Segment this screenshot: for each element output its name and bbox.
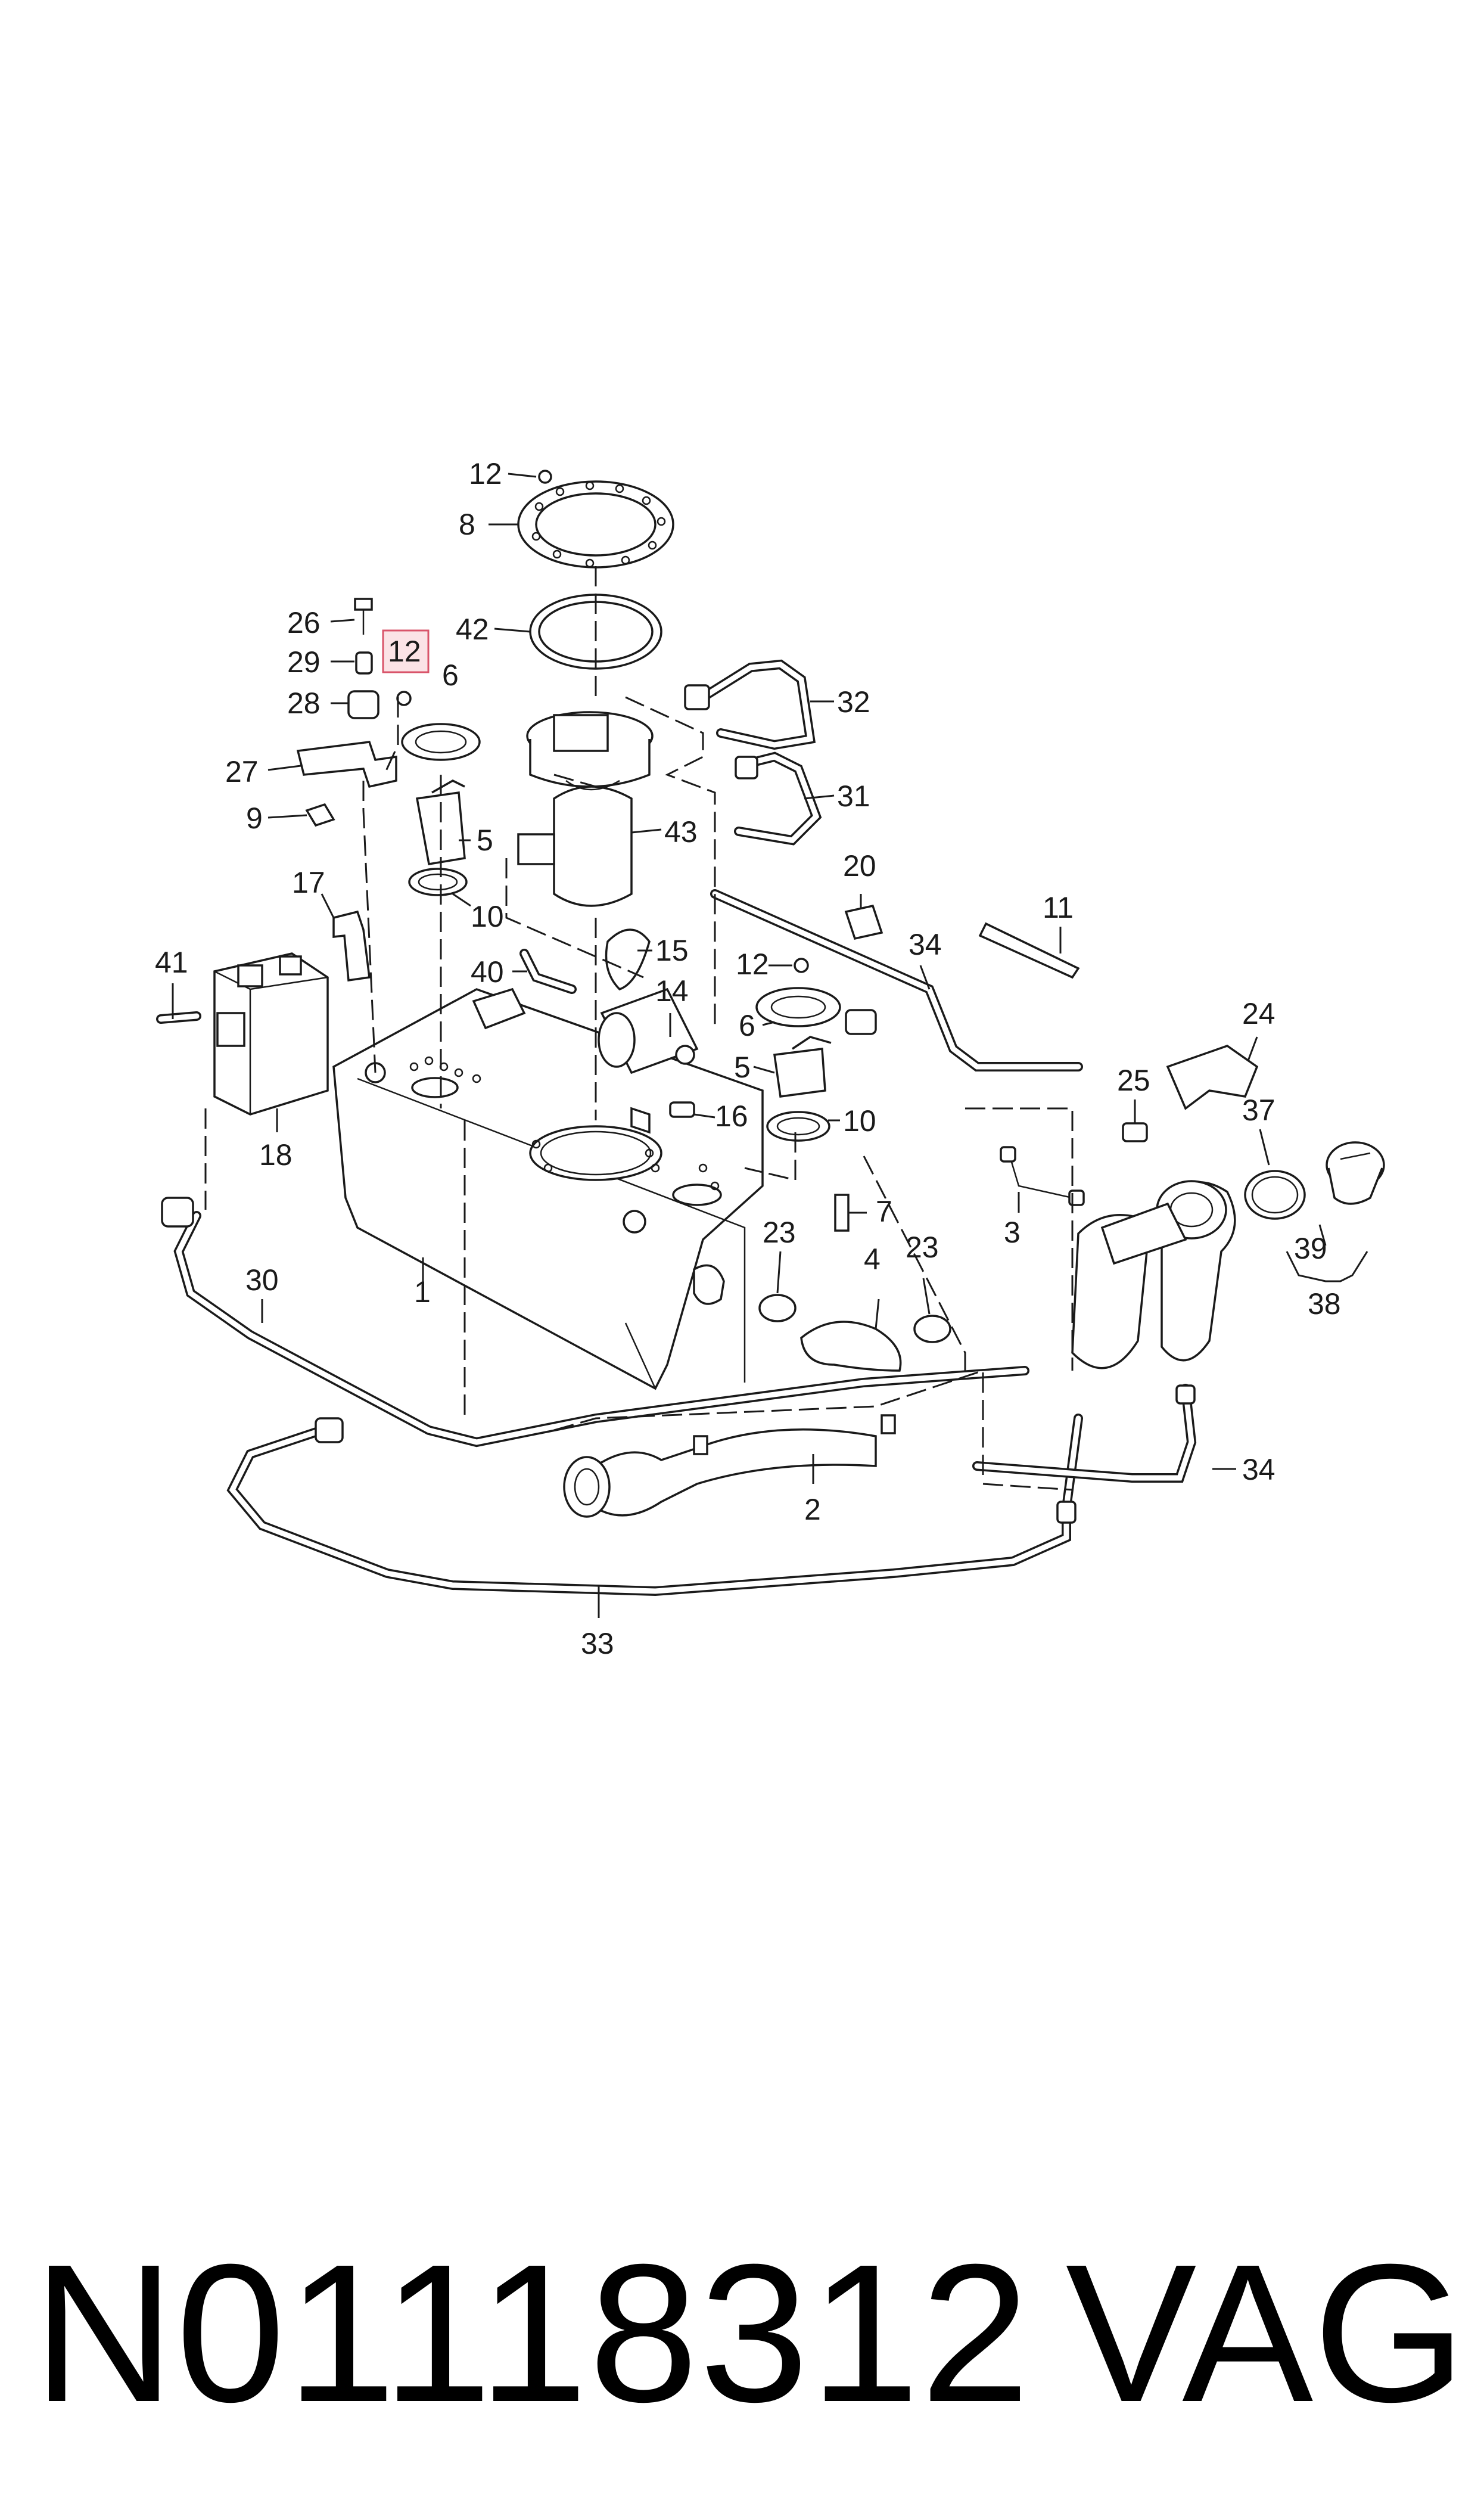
callout-30[interactable]: 30: [245, 1263, 279, 1297]
callout-23-left[interactable]: 23: [763, 1216, 796, 1249]
callout-26[interactable]: 26: [287, 606, 321, 639]
callout-6[interactable]: 6: [442, 659, 459, 692]
callout-17[interactable]: 17: [292, 866, 325, 899]
callout-18[interactable]: 18: [259, 1138, 293, 1172]
hose-clamp-left: [758, 1294, 797, 1322]
spacer-29: [355, 651, 373, 675]
callout-16[interactable]: 16: [715, 1099, 748, 1133]
callout-12[interactable]: 12: [469, 457, 502, 490]
callouts: 12 8 42 26 12 6 29 28 27 9 5 10 17 41 18…: [155, 457, 1341, 1660]
callout-14[interactable]: 14: [655, 974, 689, 1008]
bolt-16: [669, 1101, 695, 1118]
seal-mid: [766, 1111, 830, 1142]
callout-34-lower[interactable]: 34: [1242, 1453, 1275, 1486]
filler-neck: [1071, 1180, 1236, 1369]
callout-32[interactable]: 32: [837, 685, 870, 719]
seal-left: [408, 868, 468, 896]
line-40: [519, 949, 577, 994]
callout-24[interactable]: 24: [1242, 997, 1275, 1030]
callout-5[interactable]: 5: [477, 824, 493, 857]
stud-7: [834, 1194, 850, 1232]
callout-2[interactable]: 2: [804, 1493, 821, 1526]
callout-31[interactable]: 31: [837, 779, 870, 813]
callout-25[interactable]: 25: [1117, 1064, 1150, 1097]
clamp-20: [844, 904, 883, 940]
retaining-ring-mid: [755, 958, 841, 1027]
nut-9: [305, 803, 335, 827]
callout-20[interactable]: 20: [843, 849, 876, 883]
callout-40[interactable]: 40: [471, 955, 504, 989]
callout-34-upper[interactable]: 34: [909, 928, 942, 961]
breather-hose-33: [226, 1414, 1083, 1596]
bracket-27: [296, 741, 397, 788]
bolt-25: [1122, 1122, 1148, 1142]
vent-hose-34-lower: [972, 1384, 1197, 1483]
callout-15[interactable]: 15: [655, 934, 689, 967]
sealing-flange: [517, 480, 674, 569]
hose-clamp-right: [913, 1315, 951, 1343]
connector-41: [156, 1011, 201, 1024]
callout-43[interactable]: 43: [664, 815, 698, 849]
sensor-3: [1000, 1146, 1085, 1206]
callout-23-right[interactable]: 23: [906, 1231, 939, 1264]
callout-29[interactable]: 29: [287, 645, 321, 679]
callout-42[interactable]: 42: [456, 613, 489, 646]
callout-10-mid[interactable]: 10: [843, 1104, 876, 1138]
pump-mid: [773, 1036, 832, 1098]
pump-left: [415, 779, 466, 866]
highlight-box: [382, 629, 430, 673]
bolt-26: [354, 598, 373, 635]
callout-6-mid[interactable]: 6: [739, 1009, 755, 1042]
filler-cap: [1326, 1141, 1385, 1205]
bushing-28: [347, 690, 379, 719]
callout-9[interactable]: 9: [246, 802, 263, 835]
filler-hose: [693, 1264, 902, 1372]
callout-10[interactable]: 10: [471, 900, 504, 933]
angle-fitting: [332, 910, 371, 981]
bracket-24: [1166, 1045, 1259, 1110]
callout-11[interactable]: 11: [1043, 891, 1074, 924]
fuel-filter: [598, 987, 699, 1074]
callout-4[interactable]: 4: [864, 1243, 881, 1276]
charcoal-canister: [213, 952, 329, 1116]
cable-tie: [978, 922, 1080, 979]
callout-33[interactable]: 33: [581, 1627, 614, 1660]
callout-12-mid[interactable]: 12: [736, 948, 769, 981]
leader-lines: [172, 473, 1368, 1618]
callout-27[interactable]: 27: [225, 755, 259, 788]
filler-pipe: [563, 1414, 896, 1518]
callout-41[interactable]: 41: [155, 946, 188, 979]
callout-12-highlighted[interactable]: 12: [388, 635, 421, 668]
assembly-lines: [204, 566, 1074, 1491]
callout-1[interactable]: 1: [414, 1275, 431, 1309]
callout-5-mid[interactable]: 5: [734, 1051, 751, 1084]
callout-38[interactable]: 38: [1308, 1287, 1341, 1321]
breather-hose-upper: [710, 889, 1083, 1071]
callout-39[interactable]: 39: [1294, 1232, 1327, 1265]
holder-clip: [605, 928, 651, 991]
callout-3[interactable]: 3: [1004, 1216, 1021, 1249]
fuel-pump-sender: [517, 711, 654, 907]
callout-37[interactable]: 37: [1242, 1094, 1275, 1127]
brand-label: VAG: [1065, 2223, 1466, 2443]
breather-hose-30: [161, 1197, 1029, 1448]
callout-7[interactable]: 7: [876, 1195, 892, 1228]
part-number-code: N01118312: [33, 2223, 1031, 2443]
callout-8[interactable]: 8: [459, 508, 475, 541]
fuel-line-31: [734, 751, 822, 846]
callout-28[interactable]: 28: [287, 687, 321, 720]
retaining-ring-left: [396, 691, 481, 761]
fuel-line-32: [684, 659, 816, 750]
o-ring-37: [1244, 1170, 1306, 1220]
